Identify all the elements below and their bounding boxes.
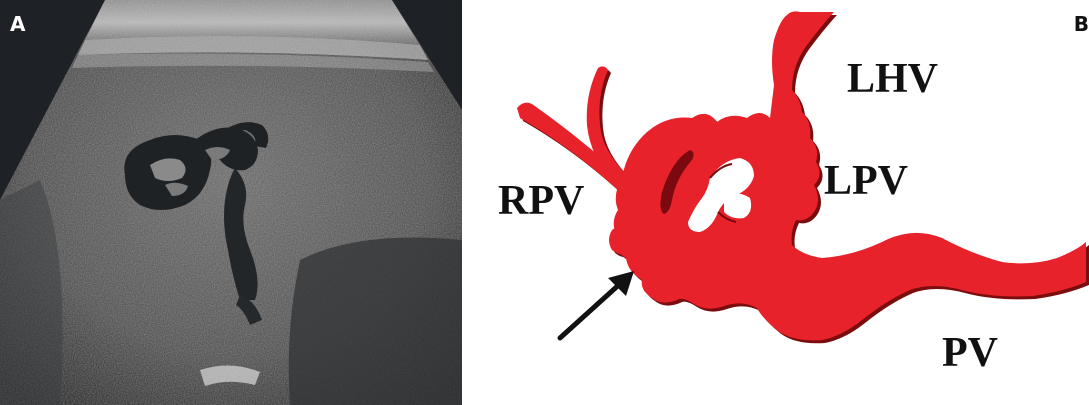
panel-letter-a: A xyxy=(10,14,25,34)
ultrasound-panel: A xyxy=(0,0,462,405)
portal-vein-diagram-panel: LHV LPV RPV PV B xyxy=(462,0,1089,405)
vessel-shape xyxy=(517,11,1086,340)
label-rpv: RPV xyxy=(498,180,584,222)
ultrasound-image xyxy=(0,0,462,405)
label-lhv: LHV xyxy=(847,58,938,100)
arrow-up-right-icon xyxy=(560,271,634,338)
label-pv: PV xyxy=(942,332,998,374)
label-lpv: LPV xyxy=(824,160,908,202)
panel-letter-b: B xyxy=(1074,14,1089,34)
